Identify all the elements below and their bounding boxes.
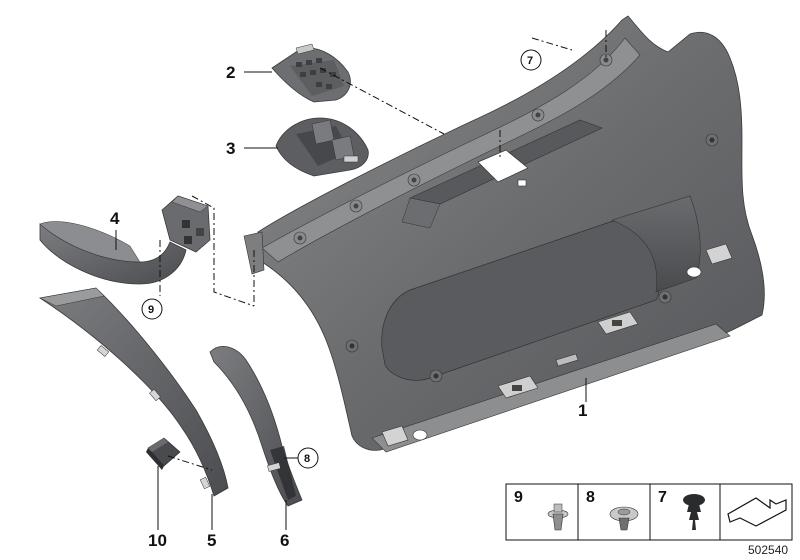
callout-9: 9: [148, 304, 154, 316]
part-2-cover: [271, 43, 351, 103]
trunk-lid-trim-panel: [243, 15, 765, 453]
legend-item-9: 9: [514, 489, 523, 506]
callout-2: 2: [226, 63, 235, 82]
part-4-curved-trim: [39, 221, 187, 285]
fastener-9-icon: [547, 503, 569, 531]
side-bracket: [161, 195, 211, 253]
callout-1: 1: [578, 401, 587, 420]
panel-mounting-bosses: [293, 53, 719, 383]
part-5-pillar-trim: [38, 287, 229, 497]
callout-6: 6: [280, 531, 289, 550]
fastener-7-icon: [683, 494, 705, 530]
callout-4: 4: [110, 209, 120, 228]
legend-item-8: 8: [586, 489, 595, 506]
legend-item-7: 7: [658, 489, 667, 506]
part-6-strip: [209, 346, 303, 507]
callout-10: 10: [148, 531, 167, 550]
callouts: 1 2 3 4 5 6 10 7 9 8: [110, 49, 587, 550]
trim-profile-icon: [727, 497, 787, 527]
leader-lines: [115, 71, 587, 530]
fastener-8-icon: [609, 506, 639, 531]
diagram-number: 502540: [748, 543, 788, 557]
fastener-legend: 9 8 7: [505, 483, 793, 541]
part-10-bump-stop: [146, 437, 181, 470]
callout-5: 5: [207, 531, 216, 550]
callout-3: 3: [226, 139, 235, 158]
callout-8: 8: [304, 453, 310, 465]
callout-7: 7: [527, 55, 533, 67]
assembly-dash-lines: [159, 30, 607, 471]
part-3-bracket: [275, 117, 369, 177]
